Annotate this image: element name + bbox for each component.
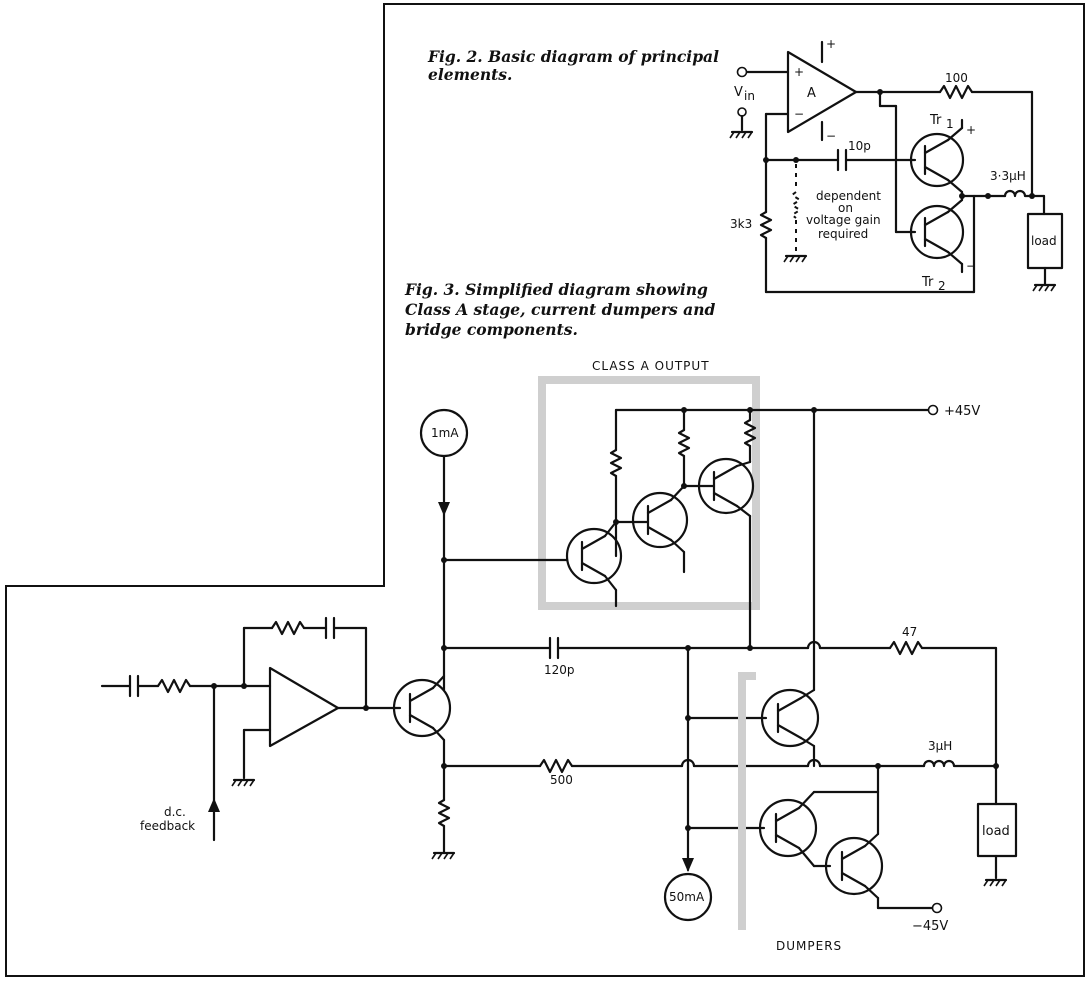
class-a-label: CLASS A OUTPUT bbox=[592, 359, 710, 373]
plus45-label: +45V bbox=[944, 404, 980, 419]
ground-icon bbox=[783, 254, 808, 263]
svg-text:A: A bbox=[807, 86, 816, 101]
fig3-opamp bbox=[268, 666, 340, 748]
dependent-note-1: dependent bbox=[816, 189, 881, 203]
dependent-note-2: on bbox=[838, 201, 853, 215]
dc-feedback-1: d.c. bbox=[164, 805, 186, 819]
ground-icon bbox=[729, 130, 754, 139]
ground-icon bbox=[1032, 283, 1057, 292]
opamp-a: A + − + − bbox=[786, 37, 858, 143]
fig3-diagram: Fig. 3. Simplified diagram showing Class… bbox=[100, 280, 1018, 953]
inductor3-label: 3µH bbox=[928, 739, 952, 753]
input-resistor bbox=[156, 678, 192, 694]
r3k3-label: 3k3 bbox=[730, 217, 752, 231]
svg-text:+: + bbox=[826, 37, 836, 51]
src-1ma-label: 1mA bbox=[431, 426, 459, 440]
ground-icon bbox=[231, 778, 256, 787]
svg-text:Tr: Tr bbox=[929, 113, 942, 128]
svg-text:+: + bbox=[966, 123, 976, 137]
inductor-label: 3·3µH bbox=[990, 169, 1026, 183]
src-50ma-label: 50mA bbox=[669, 890, 705, 904]
dc-feedback-2: feedback bbox=[140, 819, 195, 833]
svg-text:2: 2 bbox=[938, 279, 946, 293]
dependent-note-3: voltage gain bbox=[806, 213, 881, 227]
cap10p-label: 10p bbox=[848, 139, 871, 153]
svg-text:+: + bbox=[794, 65, 804, 79]
svg-text:1: 1 bbox=[946, 117, 954, 131]
dumper-transistor-upper bbox=[760, 688, 820, 748]
ground-icon bbox=[431, 851, 456, 860]
fig3-caption-line1: Fig. 3. Simplified diagram showing bbox=[404, 280, 708, 299]
dumper-transistor-output bbox=[824, 832, 884, 900]
class-a-transistor-3 bbox=[697, 457, 755, 518]
vin-terminal bbox=[736, 66, 748, 78]
resistor-47 bbox=[888, 640, 924, 656]
class-a-box bbox=[538, 376, 760, 610]
inductor-3uh bbox=[922, 759, 998, 768]
svg-text:−: − bbox=[826, 129, 836, 143]
svg-text:Tr: Tr bbox=[921, 275, 934, 290]
load-label: load bbox=[1031, 234, 1057, 248]
dumpers-box bbox=[738, 672, 756, 930]
fig2-diagram: Fig. 2. Basic diagram of principal eleme… bbox=[427, 37, 1064, 294]
resistor-3k3 bbox=[759, 210, 773, 240]
resistor-100 bbox=[938, 84, 974, 100]
driver-transistor bbox=[392, 674, 452, 742]
ground-icon bbox=[983, 878, 1008, 887]
class-a-transistor-1 bbox=[565, 520, 623, 592]
fig3-caption-line3: bridge components. bbox=[405, 320, 578, 339]
dumper-transistor-lower bbox=[758, 790, 818, 868]
inductor-3-3uh bbox=[1003, 189, 1034, 198]
transistor-tr1: Tr 1 + bbox=[909, 113, 976, 194]
fig3-caption-line2: Class A stage, current dumpers and bbox=[405, 300, 715, 319]
fig2-caption-line1: Fig. 2. Basic diagram of principal bbox=[427, 47, 719, 66]
cap120p-label: 120p bbox=[544, 663, 575, 677]
svg-text:−: − bbox=[966, 259, 976, 273]
r100-label: 100 bbox=[945, 71, 968, 85]
fig2-caption-line2: elements. bbox=[428, 65, 512, 84]
dumpers-label: DUMPERS bbox=[776, 939, 842, 953]
transistor-tr2: − Tr 2 bbox=[909, 198, 976, 293]
r47-label: 47 bbox=[902, 625, 917, 639]
page-frame bbox=[5, 3, 1085, 977]
svg-text:−: − bbox=[794, 107, 804, 121]
resistor-500 bbox=[538, 758, 574, 774]
fig3-load-label: load bbox=[982, 824, 1010, 839]
vin-sub: in bbox=[744, 89, 755, 103]
current-source-50ma bbox=[663, 872, 713, 922]
class-a-transistor-2 bbox=[631, 484, 689, 554]
dependent-note-4: required bbox=[818, 227, 868, 241]
vin-label: V bbox=[734, 85, 743, 100]
minus45-label: −45V bbox=[912, 919, 948, 934]
r500-label: 500 bbox=[550, 773, 573, 787]
